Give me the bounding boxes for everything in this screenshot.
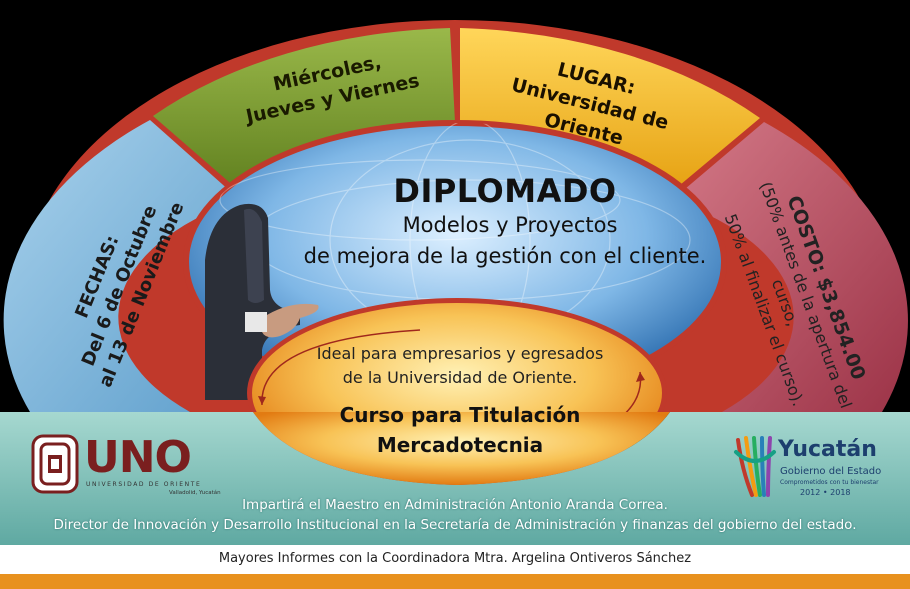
segment-days (153, 28, 455, 195)
instructor-line-1: Impartirá el Maestro en Administración A… (242, 497, 668, 513)
diplomado-subtitle-2: de mejora de la gestión con el cliente. (303, 244, 707, 268)
businessman-silhouette (205, 203, 319, 400)
footer-band (0, 545, 910, 574)
course-title-1: Curso para Titulación (339, 403, 581, 427)
yucatan-government: Gobierno del Estado (780, 466, 882, 477)
audience-line-1: Ideal para empresarios y egresados (316, 344, 604, 363)
diplomado-title: DIPLOMADO (393, 172, 617, 210)
course-title-2: Mercadotecnia (376, 433, 544, 457)
diplomado-subtitle-1: Modelos y Proyectos (402, 213, 618, 237)
yucatan-years: 2012 • 2018 (800, 488, 851, 497)
uno-emblem-icon (31, 434, 79, 494)
uno-city: Valladolid, Yucatán (169, 490, 221, 496)
swoosh-left (261, 329, 421, 406)
bottom-orange-band (0, 574, 910, 589)
segment-dates (3, 120, 240, 412)
audience-line-2: de la Universidad de Oriente. (342, 368, 578, 387)
segment-cost (672, 122, 908, 412)
instructor-line-2: Director de Innovación y Desarrollo Inst… (53, 517, 857, 533)
uno-wordmark: UNO (84, 432, 192, 483)
yucatan-name: Yucatán (778, 437, 877, 462)
teal-band (0, 412, 910, 545)
uno-subtitle: UNIVERSIDAD DE ORIENTE (86, 481, 202, 488)
segment-place (460, 28, 760, 195)
footer-info: Mayores Informes con la Coordinadora Mtr… (218, 551, 692, 566)
yucatan-motto: Comprometidos con tu bienestar (780, 479, 879, 486)
yucatan-emblem-icon (734, 436, 776, 497)
